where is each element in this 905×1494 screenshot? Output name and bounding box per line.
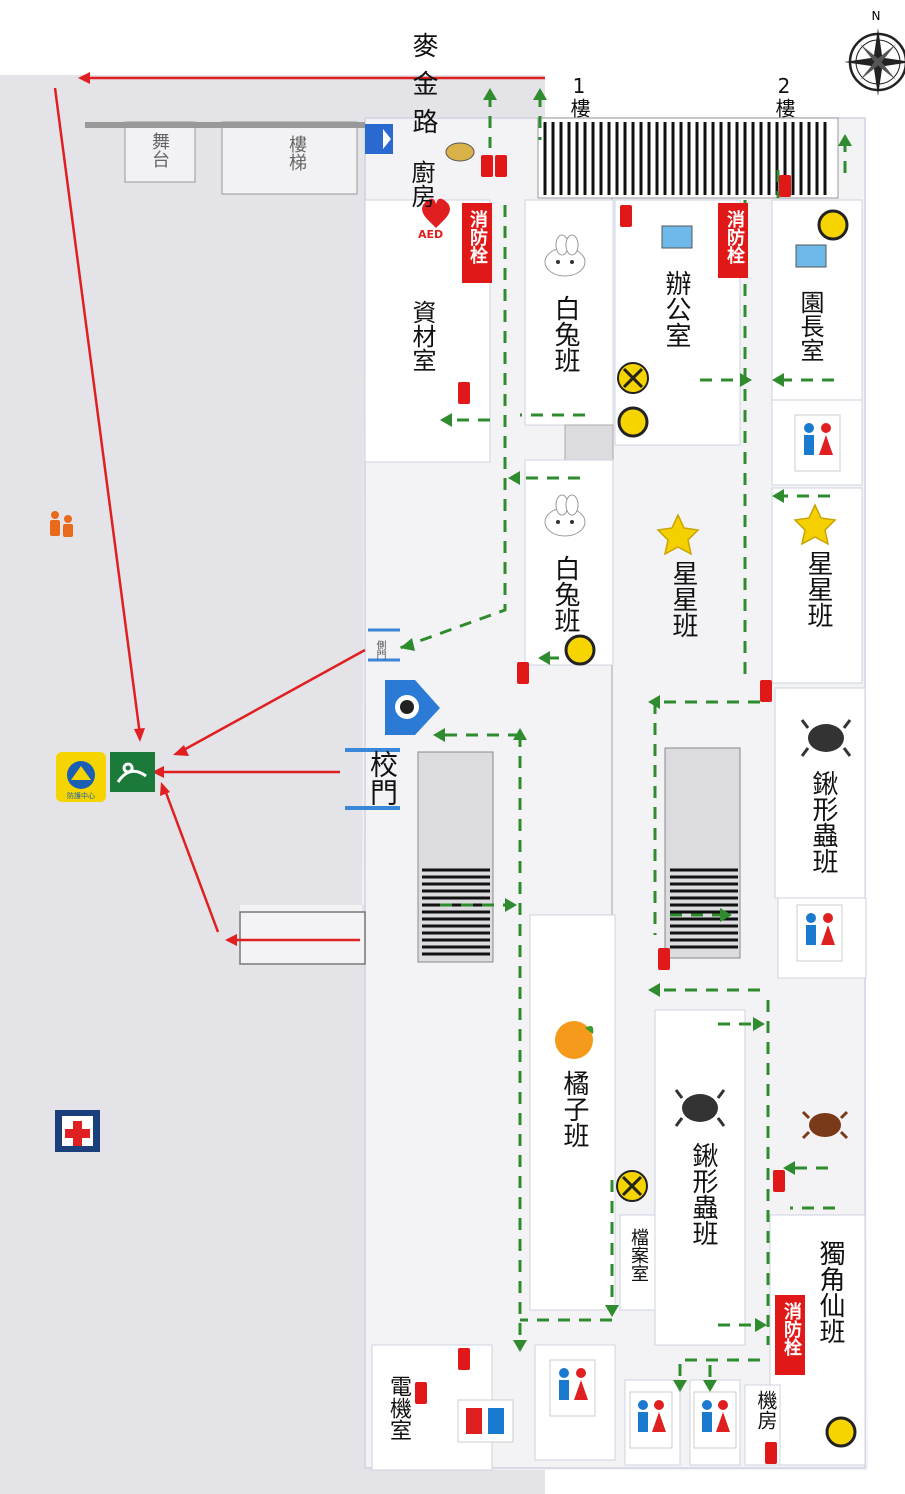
beetle-icon <box>674 719 852 1140</box>
staircase-1f-treads <box>422 868 490 956</box>
kitchen-label: 廚房 <box>407 160 435 208</box>
stag-a-label: 鍬形蟲班 <box>808 770 838 874</box>
assembly-point-icon <box>110 752 155 792</box>
hydrant-label-1: 消防栓 <box>467 210 488 264</box>
orange-icon <box>555 1021 594 1059</box>
rabbit-icon <box>544 234 586 537</box>
kitchen-icon <box>445 142 475 162</box>
emergency-light-icon <box>564 209 857 1448</box>
white-rabbit-b-label: 白兔班 <box>550 555 580 633</box>
staircase-2f <box>664 747 741 959</box>
shelter-label: 防護中心 <box>67 791 95 800</box>
room-white-rabbit-b <box>524 459 614 666</box>
red-arrowheads <box>78 72 237 946</box>
star-a-label: 星星班 <box>668 560 698 638</box>
staircase-top-treads <box>540 119 836 197</box>
green-routes <box>399 95 847 1385</box>
compass-icon <box>844 28 905 96</box>
compass-letter: N <box>872 9 881 23</box>
shelter-sign: 防護中心 <box>56 752 106 802</box>
aed-label: AED <box>418 228 444 241</box>
electrical-label: 電機室 <box>386 1375 411 1441</box>
platform-label: 舞台 <box>149 132 170 168</box>
machine-label: 機房 <box>754 1390 778 1430</box>
first-aid-icon <box>55 1110 100 1152</box>
room-principal <box>771 199 863 401</box>
exit-icon <box>365 124 393 154</box>
people-icon <box>50 511 73 537</box>
principal-label: 園長室 <box>796 290 824 362</box>
office-label: 辦公室 <box>661 270 691 348</box>
fire-extinguisher-icon <box>415 155 791 1464</box>
fire-hydrant-icon <box>462 203 805 1375</box>
computer-icon <box>661 225 827 268</box>
platform-structure <box>124 121 196 183</box>
hydrant-label-3: 消防栓 <box>781 1302 802 1356</box>
entrance-wall <box>239 911 366 965</box>
room-archive <box>619 1214 656 1311</box>
materials-label: 資材室 <box>408 300 436 372</box>
archive-label: 檔案室 <box>628 1228 649 1282</box>
stag-b-label: 鍬形蟲班 <box>688 1142 718 1246</box>
outdoor-stairs-label: 樓梯 <box>286 135 307 171</box>
guard-icon <box>385 680 440 735</box>
tools-icon <box>616 362 649 1202</box>
staircase-1f <box>417 751 494 963</box>
floor2-label: 2樓 <box>772 74 796 118</box>
room-orange <box>529 914 616 1311</box>
side-gate-label: 側門 <box>374 640 385 660</box>
green-arrowheads <box>400 88 852 1392</box>
unicorn-label: 獨角仙班 <box>815 1240 845 1344</box>
star-b-label: 星星班 <box>803 550 833 628</box>
toilet-icon <box>457 414 843 1449</box>
road-label: 麥金路 <box>408 32 438 146</box>
hydrant-label-2: 消防栓 <box>724 210 745 264</box>
gate-label: 校門 <box>366 750 399 806</box>
room-stag-a <box>774 687 866 899</box>
red-evac-routes <box>53 76 545 942</box>
gate-bars <box>345 628 400 810</box>
floor1-label: 1樓 <box>567 74 591 118</box>
room-stag-b <box>654 1009 746 1346</box>
orange-label: 橘子班 <box>559 1070 589 1148</box>
white-rabbit-a-label: 白兔班 <box>550 295 580 373</box>
star-icon <box>656 503 837 556</box>
aed-icon <box>422 198 450 228</box>
